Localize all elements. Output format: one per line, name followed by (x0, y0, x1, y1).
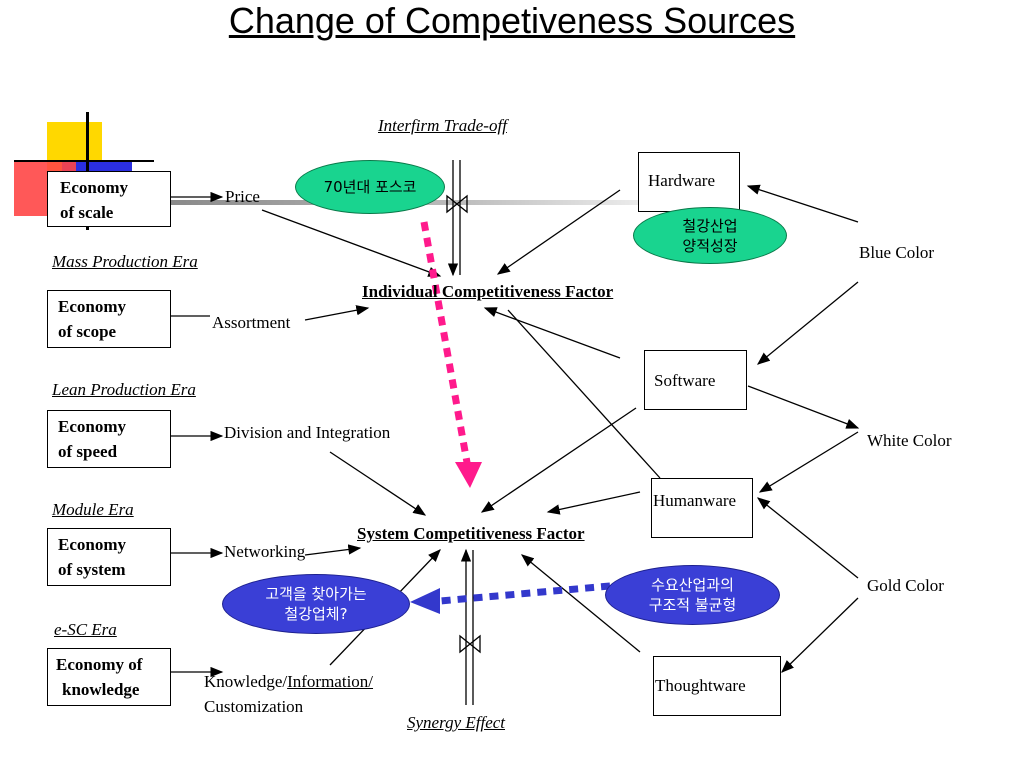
economy-of-scale-box: Economy of scale (47, 171, 171, 227)
economy-line1: Economy of (56, 655, 143, 674)
knowledge-driver-label: Knowledge/Information/ Customization (204, 669, 373, 719)
demand-line2: 구조적 불균형 (648, 596, 737, 614)
steel-growth-line2: 양적성장 (682, 236, 738, 255)
economy-of-system-box: Economy of system (47, 528, 171, 586)
hardware-label: Hardware (648, 171, 716, 190)
blue-color-label: Blue Color (859, 243, 935, 262)
software-label: Software (654, 371, 716, 390)
economy-line2: of scope (58, 322, 117, 341)
module-era: Module Era (52, 500, 134, 519)
page-title: Change of Competiveness Sources (228, 0, 796, 41)
economy-line1: Economy (58, 297, 126, 316)
economy-of-speed-box: Economy of speed (47, 410, 171, 468)
economy-line1: Economy (58, 417, 126, 436)
posco-70s-ellipse: 70년대 포스코 (295, 160, 445, 214)
synergy-effect-label: Synergy Effect (407, 713, 506, 732)
mass-production-era: Mass Production Era (52, 252, 198, 271)
steel-growth-line1: 철강산업 (682, 216, 738, 235)
knowledge-text: Knowledge/ (204, 672, 288, 691)
economy-line1: Economy (60, 178, 128, 197)
assortment-label: Assortment (212, 313, 291, 332)
steel-company-line1: 고객을 찾아가는 (265, 585, 367, 603)
horizontal-line (14, 160, 154, 162)
information-text: Information/ (287, 672, 374, 691)
humanware-box: Humanware (651, 478, 753, 538)
division-integration-label: Division and Integration (224, 423, 391, 442)
economy-line1: Economy (58, 535, 126, 554)
economy-line2: of scale (60, 203, 114, 222)
thoughtware-label: Thoughtware (655, 676, 746, 695)
demand-line1: 수요산업과의 (651, 576, 734, 594)
thoughtware-box: Thoughtware (653, 656, 781, 716)
posco-text: 70년대 포스코 (323, 178, 417, 196)
customization-text: Customization (204, 697, 304, 716)
system-competitiveness-factor: System Competitiveness Factor (357, 524, 585, 543)
lean-production-era: Lean Production Era (52, 380, 196, 399)
price-label: Price (225, 187, 260, 206)
software-box: Software (644, 350, 747, 410)
steel-company-line2: 철강업체? (284, 605, 348, 623)
humanware-label: Humanware (653, 491, 737, 510)
individual-competitiveness-factor: Individual Competitiveness Factor (362, 282, 614, 301)
economy-line2: of speed (58, 442, 118, 461)
steel-growth-ellipse: 철강산업 양적성장 (633, 207, 787, 264)
white-color-label: White Color (867, 431, 952, 450)
interfirm-tradeoff-label: Interfirm Trade-off (378, 116, 507, 135)
economy-line2: of system (58, 560, 126, 579)
economy-line2: knowledge (62, 680, 140, 699)
economy-of-knowledge-box: Economy of knowledge (47, 648, 171, 706)
hardware-box: Hardware (638, 152, 740, 212)
demand-imbalance-ellipse: 수요산업과의 구조적 불균형 (605, 565, 780, 625)
networking-label: Networking (224, 542, 306, 561)
steel-company-ellipse: 고객을 찾아가는 철강업체? (222, 574, 410, 634)
economy-of-scope-box: Economy of scope (47, 290, 171, 348)
e-sc-era: e-SC Era (54, 620, 117, 639)
gold-color-label: Gold Color (867, 576, 944, 595)
